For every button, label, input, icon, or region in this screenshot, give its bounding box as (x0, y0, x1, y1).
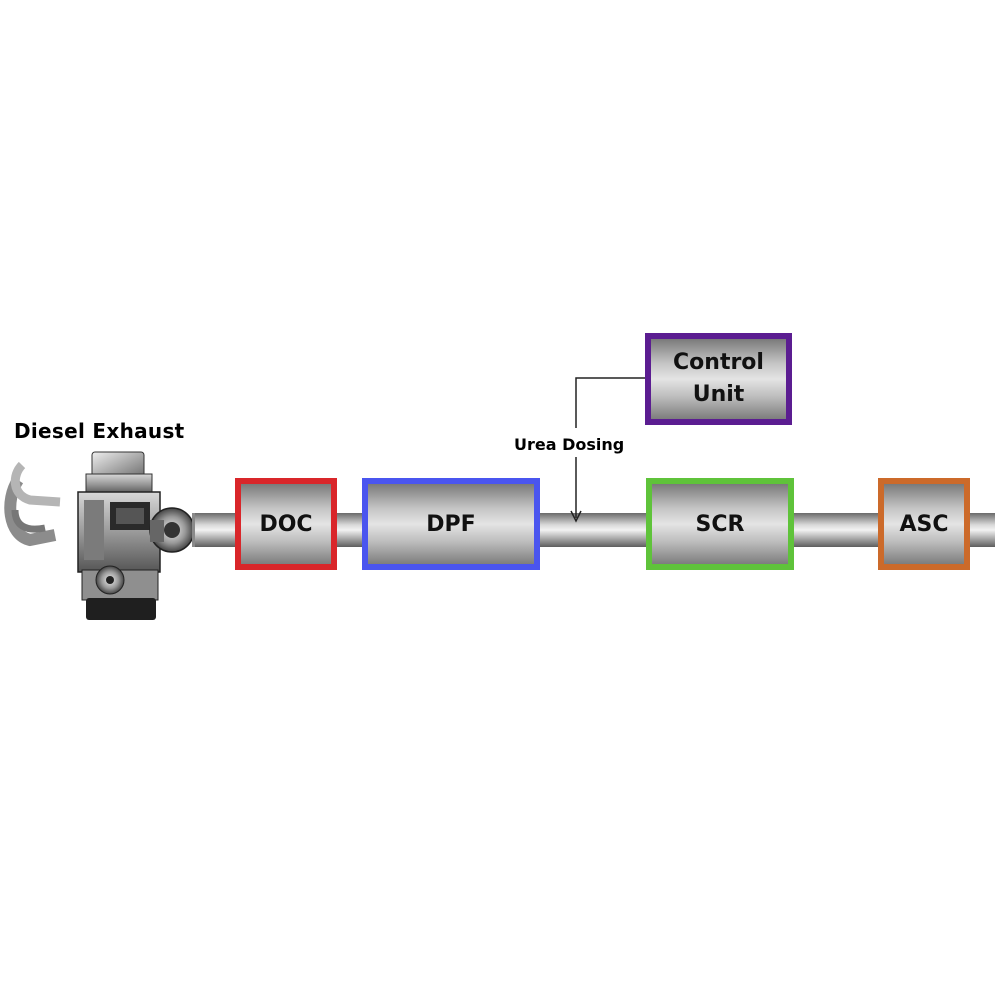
scr-unit: SCR (646, 478, 794, 570)
dpf-label: DPF (426, 511, 476, 537)
dosing-line (575, 377, 645, 428)
scr-label: SCR (695, 511, 745, 537)
control-unit-label-line2: Unit (692, 382, 745, 407)
engine-title: Diesel Exhaust (14, 419, 185, 443)
doc-unit: DOC (235, 478, 337, 570)
doc-label: DOC (259, 511, 313, 537)
control-unit: Control Unit (645, 333, 792, 425)
control-unit-label-line1: Control (673, 350, 764, 375)
dpf-unit: DPF (362, 478, 540, 570)
urea-dosing-label: Urea Dosing (514, 435, 625, 454)
asc-unit: ASC (878, 478, 970, 570)
asc-label: ASC (899, 511, 949, 537)
diesel-engine-icon (4, 451, 215, 620)
